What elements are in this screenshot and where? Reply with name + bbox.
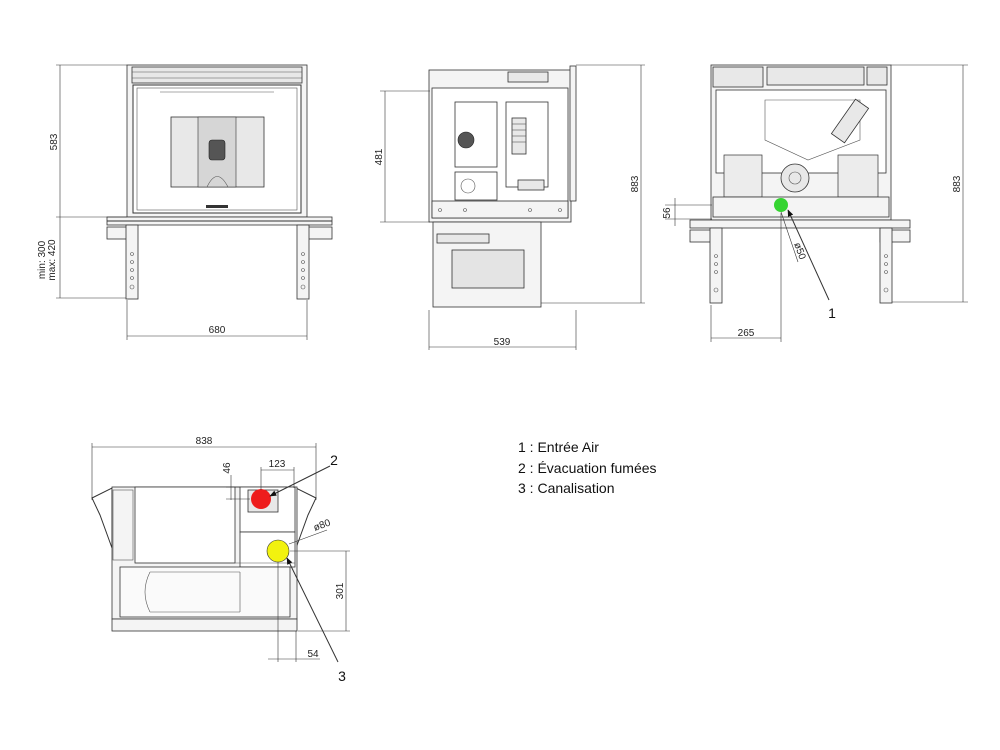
flue-callout: 2 (330, 452, 338, 468)
side-width-label: 539 (494, 337, 511, 348)
inlet-height-label: 56 (662, 207, 673, 219)
legend-item-air-inlet: 1 : Entrée Air (518, 439, 599, 455)
duct-callout: 3 (338, 668, 346, 684)
front-view: 680 583 min: 300 max: 420 (37, 64, 333, 340)
front-logo-icon (208, 139, 226, 161)
duct-outlet-circle (266, 539, 290, 563)
air-inlet-marker (774, 198, 788, 212)
side-total-height-label: 883 (630, 175, 641, 192)
leg-min-label: min: 300 (37, 240, 48, 279)
side-view: 539 481 883 (374, 64, 645, 350)
flue-outlet-circle (251, 489, 271, 509)
legend-item-flue: 2 : Évacuation fumées (518, 459, 657, 476)
front-top-grille (131, 66, 303, 84)
rear-auger (830, 98, 870, 144)
duct-offset-label: 54 (307, 649, 319, 660)
rear-fan-icon (780, 163, 810, 193)
front-height-label: 583 (49, 133, 60, 150)
rear-offset-label: 265 (738, 328, 755, 339)
side-height-label: 481 (374, 148, 385, 165)
side-ash-drawer (451, 249, 525, 289)
top-view: 2 3 ø80 838 123 46 301 54 (91, 436, 350, 684)
inlet-diameter-label: ø50 (791, 241, 807, 261)
rear-total-height-label: 883 (952, 175, 963, 192)
legend-item-duct: 3 : Canalisation (518, 480, 615, 496)
duct-depth-label: 301 (335, 582, 346, 599)
top-width-label: 838 (196, 436, 213, 447)
flue-offset-label: 123 (269, 459, 286, 470)
flue-depth-label: 46 (222, 462, 233, 474)
side-motor-icon (457, 131, 475, 149)
rear-base-frame (689, 219, 911, 229)
front-right-leg (296, 224, 310, 300)
front-width-label: 680 (209, 325, 226, 336)
rear-view: ø50 1 56 265 883 (662, 64, 968, 342)
duct-diameter-label: ø80 (312, 517, 332, 533)
air-inlet-callout: 1 (828, 305, 836, 321)
front-left-leg (125, 224, 139, 300)
leg-max-label: max: 420 (47, 239, 58, 281)
legend: 1 : Entrée Air 2 : Évacuation fumées 3 :… (518, 437, 738, 499)
